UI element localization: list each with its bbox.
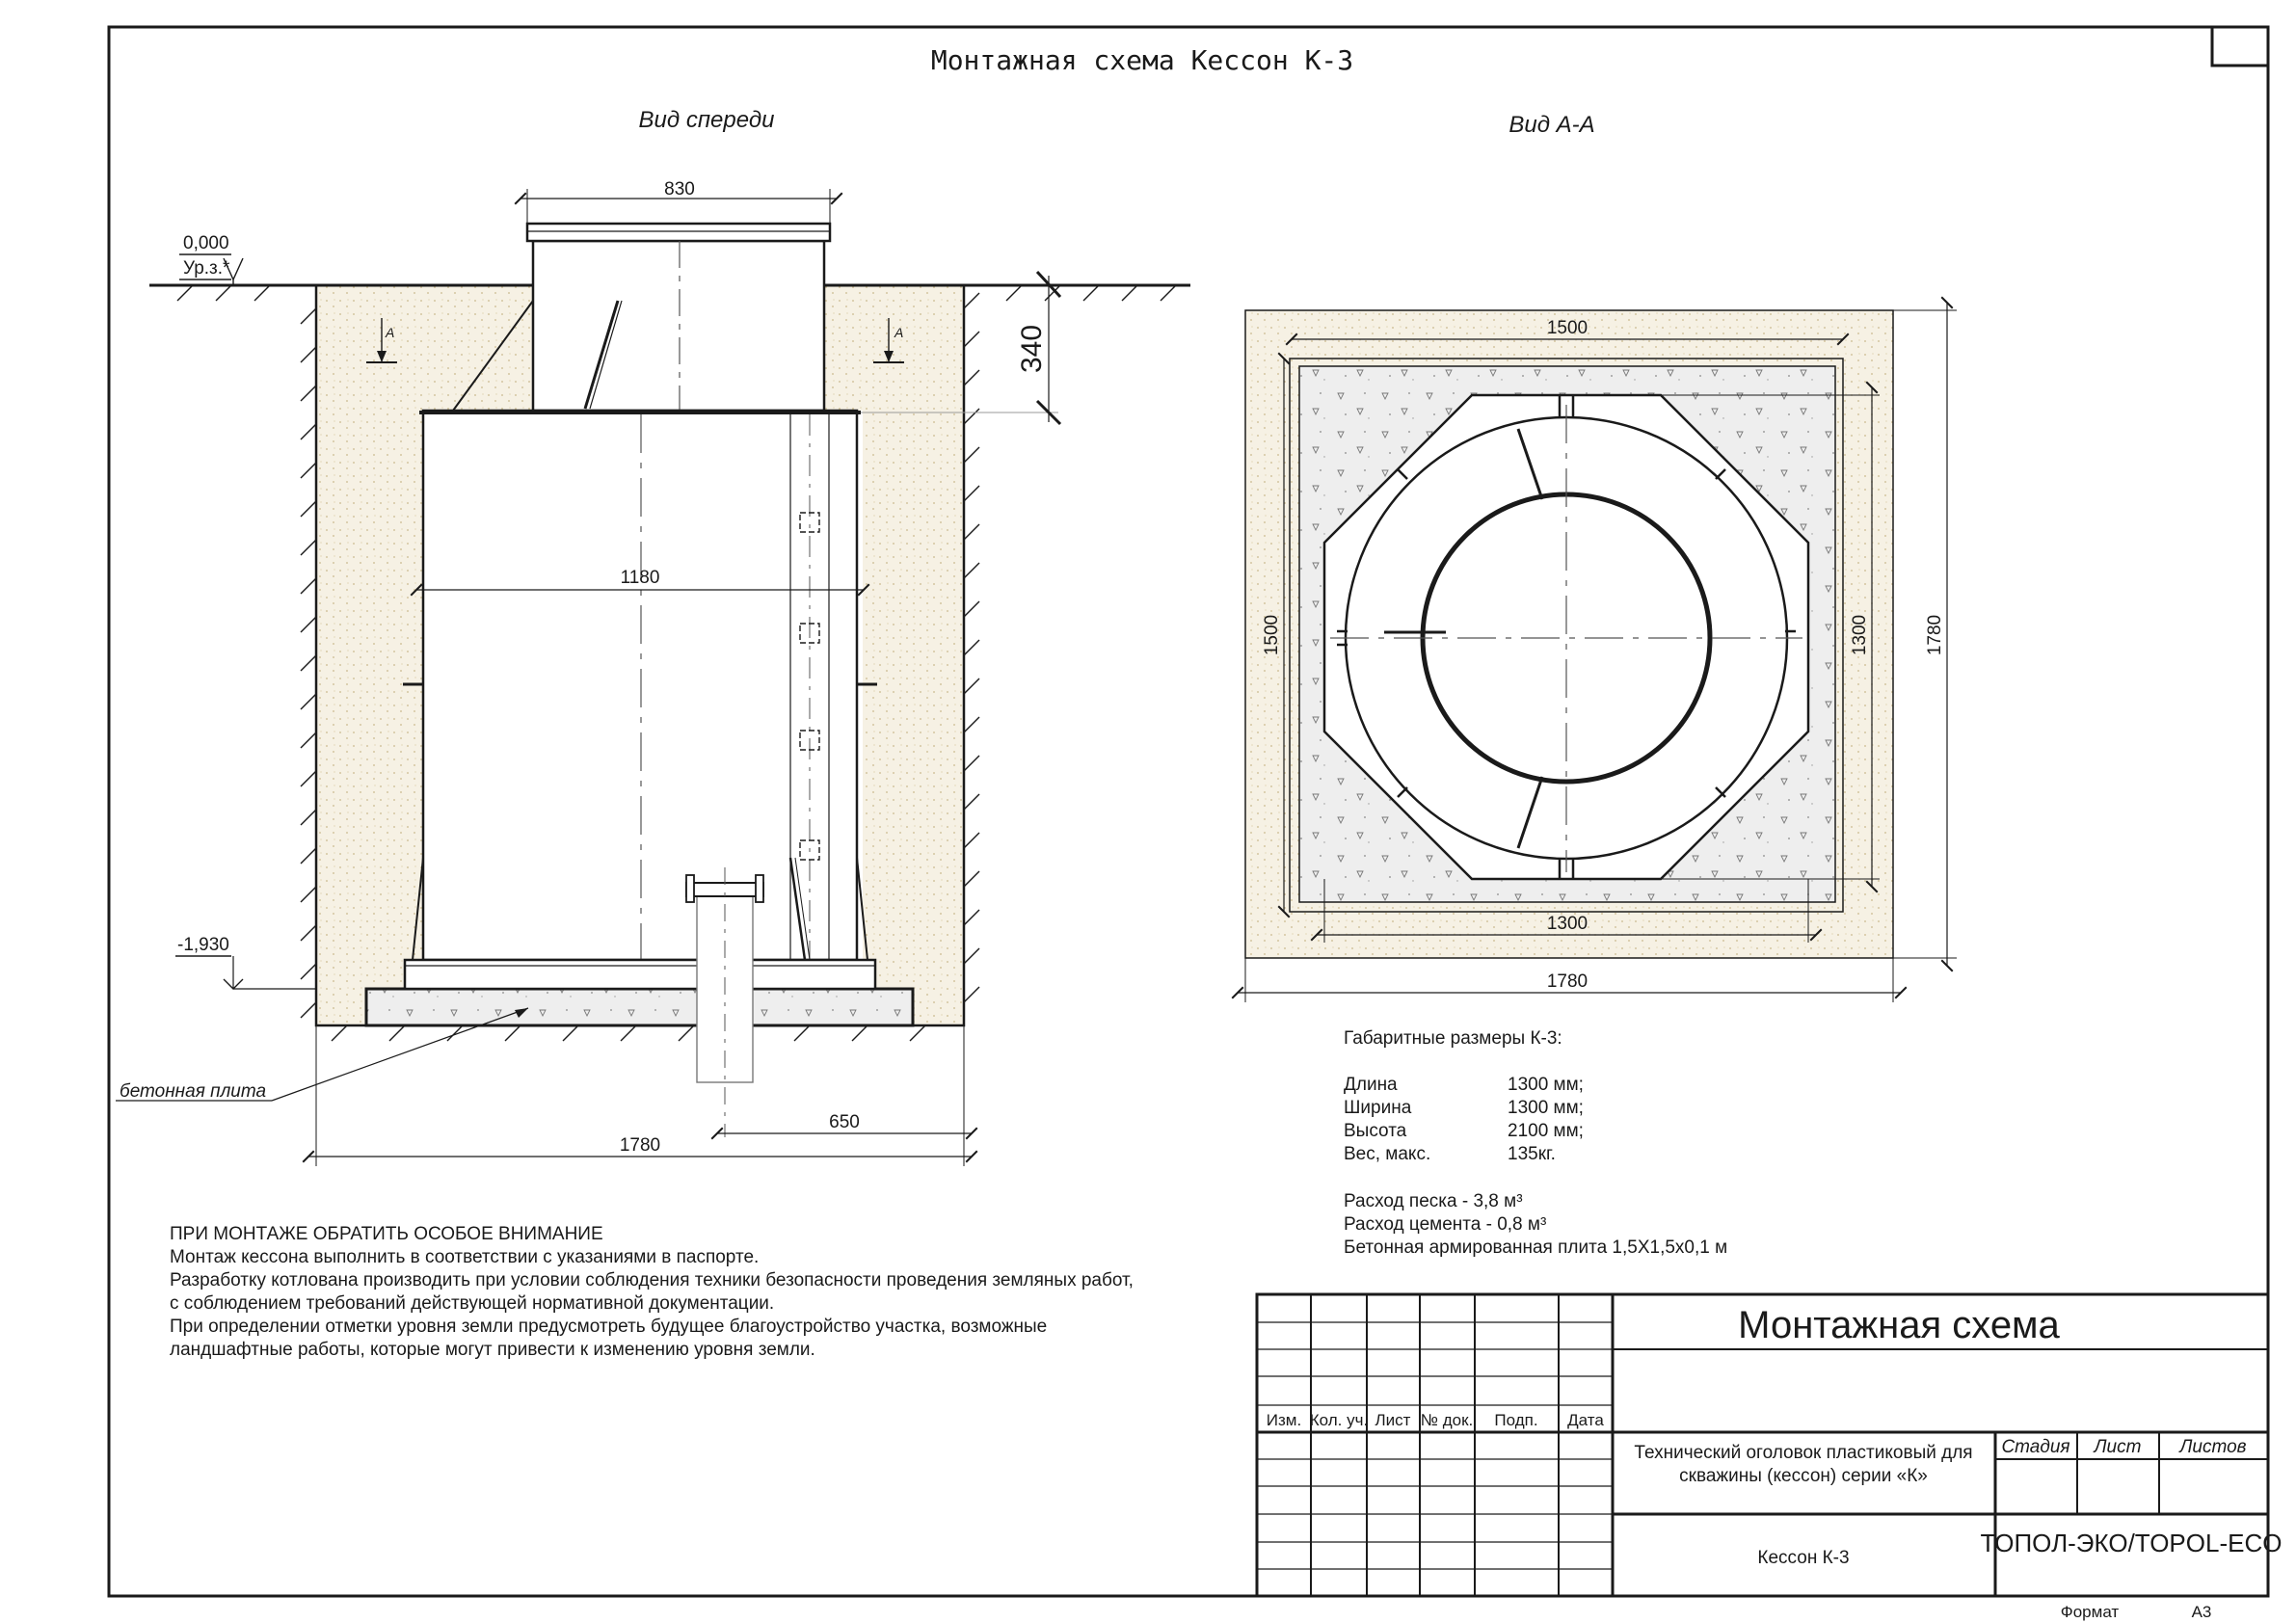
tb-sheets-label: Листов <box>2177 1437 2246 1457</box>
ladder-step <box>799 512 820 533</box>
dim-1500-w-label: 1500 <box>1547 318 1588 338</box>
level-mark-bottom <box>175 955 316 990</box>
soil-top-right <box>824 285 964 411</box>
ladder-step <box>799 730 820 751</box>
dim-340-tick-bottom <box>1035 399 1062 426</box>
spec-sand: Расход песка - 3,8 м³ <box>1344 1191 1523 1211</box>
rib-top <box>1516 428 1544 500</box>
neck-brace <box>452 300 534 412</box>
leg-right <box>856 857 868 961</box>
spec-label: Длина <box>1344 1075 1398 1095</box>
dim-1180-label: 1180 <box>621 568 660 588</box>
note-line: Разработку котлована производить при усл… <box>170 1270 1134 1290</box>
level-bottom-value: -1,930 <box>177 935 229 955</box>
tb-sheet-label: Лист <box>2093 1437 2142 1457</box>
caisson-base <box>403 958 877 991</box>
tb-header: Изм. <box>1267 1411 1301 1429</box>
tb-header: Кол. уч. <box>1310 1411 1368 1429</box>
tb-format-label: Формат <box>2061 1603 2120 1621</box>
slab-label: бетонная плита <box>120 1081 266 1102</box>
level-top-sub: Ур.з.* <box>183 258 230 279</box>
corner-box <box>2210 25 2270 67</box>
neck-rib <box>583 300 620 410</box>
slab-leader-slope <box>271 1007 529 1102</box>
dim-830-label: 830 <box>664 179 695 200</box>
spec-value: 1300 мм; <box>1508 1075 1584 1095</box>
ring-tabs <box>1337 395 1796 879</box>
spec-value: 2100 мм; <box>1508 1121 1584 1141</box>
slab-leader-arrow <box>515 1008 528 1018</box>
caisson-body <box>421 409 859 962</box>
tb-main-title: Монтажная схема <box>1738 1304 2060 1346</box>
rib-bottom <box>1516 776 1544 849</box>
tb-header: № док. <box>1421 1411 1474 1429</box>
spec-value: 135кг. <box>1508 1144 1556 1164</box>
title-block-text: Монтажная схема Изм. Кол. уч. Лист № док… <box>1267 1304 2283 1621</box>
tb-description-1: Технический оголовок пластиковый для <box>1634 1443 1972 1463</box>
dim-1300-h-label: 1300 <box>1850 615 1870 655</box>
spec-value: 1300 мм; <box>1508 1098 1584 1118</box>
ladder-step <box>799 623 820 644</box>
tb-header: Подп. <box>1494 1411 1537 1429</box>
specs-heading: Габаритные размеры К-3: <box>1344 1028 1562 1049</box>
caisson-neck <box>531 239 826 412</box>
dim-340-tick-top <box>1035 270 1062 299</box>
pipe-bolt <box>755 874 764 903</box>
level-top-value: 0,000 <box>183 233 229 253</box>
section-mark-right-arrow <box>873 318 904 363</box>
notes-block: ПРИ МОНТАЖЕ ОБРАТИТЬ ОСОБОЕ ВНИМАНИЕ Мон… <box>170 1224 1134 1360</box>
tb-product: Кессон К-3 <box>1757 1548 1849 1568</box>
ladder-step <box>799 839 820 861</box>
dim-1780-w-label: 1780 <box>1547 971 1588 992</box>
tb-format-value: А3 <box>2192 1603 2212 1621</box>
section-view-caption: Вид А-А <box>1508 112 1594 138</box>
note-line: ландшафтные работы, которые могут привес… <box>170 1340 815 1360</box>
spec-label: Ширина <box>1344 1098 1412 1118</box>
dim-1780-label: 1780 <box>620 1135 660 1156</box>
neck-flange <box>525 222 832 243</box>
tb-stage-label: Стадия <box>2001 1437 2069 1457</box>
dim-1500-h-label: 1500 <box>1262 615 1282 655</box>
dim-650-label: 650 <box>829 1112 860 1132</box>
tb-header: Дата <box>1567 1411 1604 1429</box>
front-view-caption: Вид спереди <box>639 107 775 133</box>
dim-340-label: 340 <box>1016 325 1048 373</box>
concrete-slab <box>364 987 915 1027</box>
ladder-foot <box>788 857 807 961</box>
tb-description-2: скважины (кессон) серии «К» <box>1679 1466 1928 1486</box>
ladder-foot-inner <box>794 857 811 961</box>
title-block <box>1255 1292 2270 1598</box>
sheet-frame <box>107 25 2270 1598</box>
sheet-title: Монтажная схема Кессон К-3 <box>931 44 1353 76</box>
spec-label: Высота <box>1344 1121 1407 1141</box>
section-mark-right: А <box>894 325 903 340</box>
tb-header: Лист <box>1375 1411 1411 1429</box>
spec-cement: Расход цемента - 0,8 м³ <box>1344 1214 1546 1235</box>
section-view: Вид А-А 1500 1500 1300 <box>1231 112 1957 1002</box>
section-mark-left: А <box>385 325 394 340</box>
front-view: Вид спереди <box>116 107 1190 1166</box>
dim-1300-w-label: 1300 <box>1547 914 1588 934</box>
tb-company: ТОПОЛ-ЭКО/TOPOL-ECO <box>1981 1529 2283 1557</box>
pit-hatching <box>176 284 1177 1042</box>
soil-top-left <box>316 285 533 411</box>
note-line: Монтаж кессона выполнить в соответствии … <box>170 1247 759 1267</box>
spec-slab: Бетонная армированная плита 1,5Х1,5х0,1 … <box>1344 1237 1727 1258</box>
section-mark-left-arrow <box>366 318 397 363</box>
notes-heading: ПРИ МОНТАЖЕ ОБРАТИТЬ ОСОБОЕ ВНИМАНИЕ <box>170 1224 603 1244</box>
note-line: При определении отметки уровня земли пре… <box>170 1317 1047 1337</box>
note-line: с соблюдением требований действующей нор… <box>170 1293 774 1314</box>
neck-rib-inner <box>589 300 623 410</box>
dim-1780-h-label: 1780 <box>1925 615 1945 655</box>
spec-label: Вес, макс. <box>1344 1144 1430 1164</box>
leg-left <box>412 857 424 961</box>
pipe-bolt <box>685 874 695 903</box>
specs-block: Габаритные размеры К-3: Длина 1300 мм; Ш… <box>1344 1028 1727 1258</box>
level-mark-top <box>179 253 244 285</box>
